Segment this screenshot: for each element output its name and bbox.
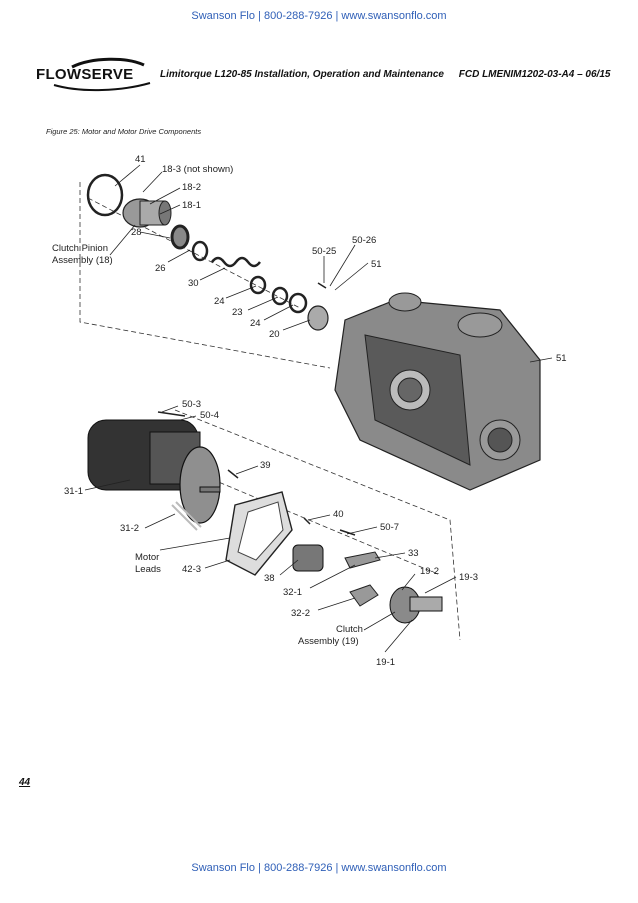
document-header: Limitorque L120-85 Installation, Operati… <box>160 69 610 80</box>
label-motor-leads-line1: Motor <box>135 552 159 563</box>
motor-part <box>87 419 221 531</box>
logo-swoosh-icon <box>53 57 151 92</box>
label-19-2: 19-2 <box>420 566 439 577</box>
logo-wordmark: FLOWSERVE <box>36 66 134 83</box>
document-title: Limitorque L120-85 Installation, Operati… <box>160 69 444 80</box>
gear-housing-part <box>334 292 541 491</box>
label-42-3: 42-3 <box>182 564 201 575</box>
document-id: FCD LMENIM1202-03-A4 – 06/15 <box>458 69 611 80</box>
label-51a: 51 <box>371 259 382 270</box>
label-clutch-assembly-line1: Clutch <box>336 624 363 635</box>
label-50-25: 50-25 <box>312 246 336 257</box>
label-40: 40 <box>333 509 344 520</box>
label-19-3: 19-3 <box>459 572 478 583</box>
label-33: 33 <box>408 548 419 559</box>
label-32-2: 32-2 <box>291 608 310 619</box>
label-32-1: 32-1 <box>283 587 302 598</box>
label-31-2: 31-2 <box>120 523 139 534</box>
gasket-part <box>225 491 293 576</box>
page-number: 44 <box>19 777 31 788</box>
label-24a: 24 <box>214 296 225 307</box>
screws-part <box>157 282 356 536</box>
label-19-1: 19-1 <box>376 657 395 668</box>
bottom-banner: Swanson Flo | 800-288-7926 | www.swanson… <box>191 862 447 874</box>
label-23: 23 <box>232 307 243 318</box>
label-38: 38 <box>264 573 275 584</box>
drive-washers-part <box>170 224 329 331</box>
callout-labels: 41 18-3 (not shown) 18-2 18-1 Clutch Pin… <box>52 154 567 668</box>
figure-caption: Figure 25: Motor and Motor Drive Compone… <box>46 127 202 136</box>
label-50-3: 50-3 <box>182 399 201 410</box>
label-20: 20 <box>269 329 280 340</box>
label-28: 28 <box>131 227 142 238</box>
label-18-1: 18-1 <box>182 200 201 211</box>
label-41: 41 <box>135 154 146 165</box>
label-50-7: 50-7 <box>380 522 399 533</box>
label-39: 39 <box>260 460 271 471</box>
top-banner: Swanson Flo | 800-288-7926 | www.swanson… <box>191 10 447 22</box>
label-30: 30 <box>188 278 199 289</box>
flowserve-logo: FLOWSERVE <box>32 55 162 95</box>
label-18-3: 18-3 (not shown) <box>162 164 233 175</box>
label-50-26: 50-26 <box>352 235 376 246</box>
leader-lines <box>84 164 553 653</box>
label-clutch-assembly-line2: Assembly (19) <box>298 636 359 647</box>
label-motor-leads-line2: Leads <box>135 564 161 575</box>
clutch-pinion-part <box>122 198 172 228</box>
label-24b: 24 <box>250 318 261 329</box>
label-31-1: 31-1 <box>64 486 83 497</box>
label-clutch-pinion-line2: Assembly (18) <box>52 255 113 266</box>
label-clutch-pinion-line1: Clutch Pinion <box>52 243 108 254</box>
label-26: 26 <box>155 263 166 274</box>
assembly-guide-lines <box>79 182 461 641</box>
retaining-ring-part <box>86 173 124 217</box>
label-51b: 51 <box>556 353 567 364</box>
label-50-4: 50-4 <box>200 410 219 421</box>
label-18-2: 18-2 <box>182 182 201 193</box>
clutch-assembly-part <box>292 544 443 624</box>
